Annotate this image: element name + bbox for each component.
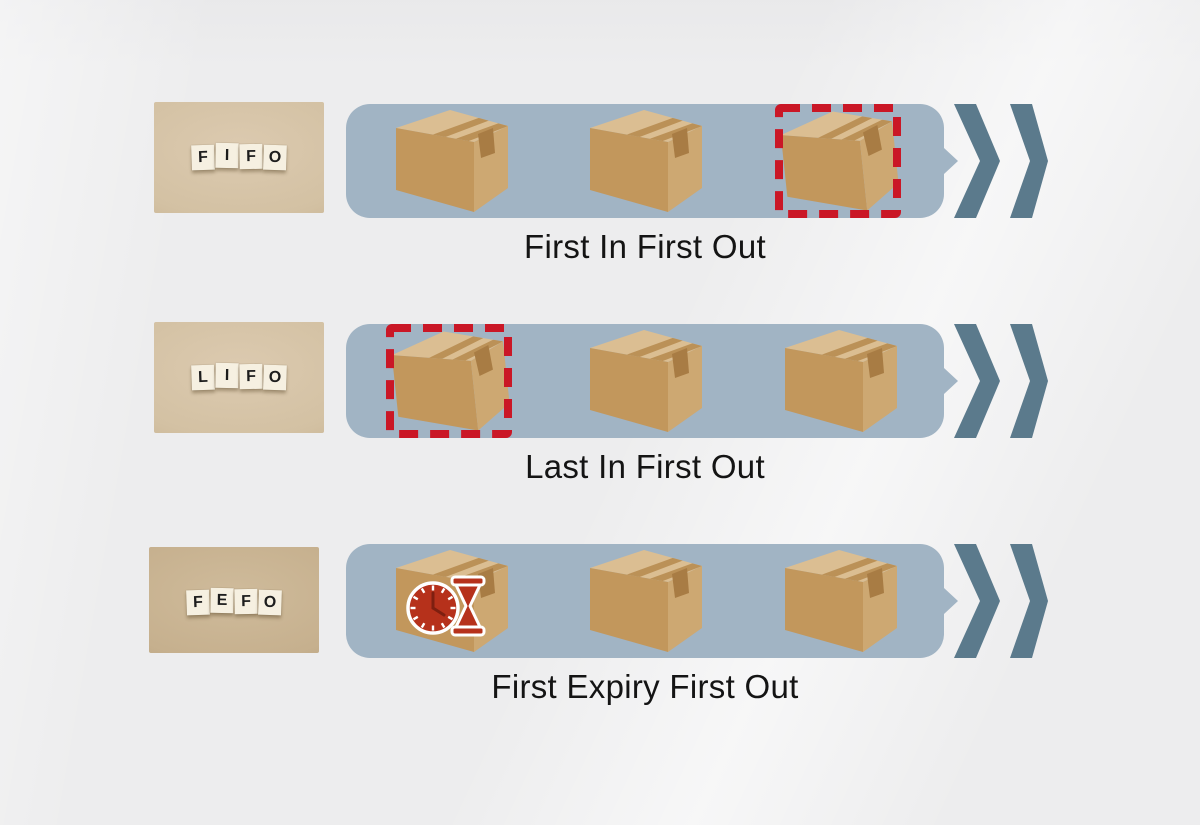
- letter-tile: F: [234, 588, 258, 615]
- row-lifo: L I F O Last In First Out: [0, 320, 1200, 500]
- box-slot: [588, 328, 704, 434]
- fifo-caption: First In First Out: [524, 228, 766, 265]
- red-dashed-outline-icon: [775, 104, 901, 218]
- fifo-photo: F I F O: [154, 102, 324, 213]
- row-fifo: F I F O First In First Out: [0, 100, 1200, 280]
- box-slot: [588, 548, 704, 654]
- cardboard-box-icon: [783, 328, 899, 434]
- letter-tile: F: [239, 143, 263, 170]
- letter-tile: I: [215, 362, 239, 389]
- fefo-photo: F E F O: [149, 547, 319, 653]
- cardboard-box-icon: [588, 328, 704, 434]
- lifo-letter-tiles: L I F O: [191, 362, 287, 391]
- double-chevron-right-icon: [944, 104, 1048, 218]
- fefo-letter-tiles: F E F O: [186, 587, 282, 616]
- letter-tile: L: [191, 364, 215, 391]
- cardboard-box-icon: [588, 108, 704, 214]
- expiry-clock-hourglass-icon: [406, 575, 486, 637]
- double-chevron-right-icon: [944, 324, 1048, 438]
- lifo-photo: L I F O: [154, 322, 324, 433]
- box-slot-highlighted: [775, 104, 899, 214]
- letter-tile: O: [263, 364, 287, 391]
- box-slot: [783, 328, 899, 434]
- cardboard-box-icon: [783, 548, 899, 654]
- box-slot: [588, 108, 704, 214]
- letter-tile: O: [263, 144, 287, 171]
- fefo-conveyor-lane: [346, 544, 944, 658]
- box-slot-highlighted: [394, 548, 510, 654]
- letter-tile: I: [215, 142, 239, 169]
- letter-tile: E: [210, 587, 234, 614]
- letter-tile: F: [186, 589, 210, 616]
- cardboard-box-icon: [394, 108, 510, 214]
- lifo-caption: Last In First Out: [525, 448, 765, 485]
- box-slot: [394, 108, 510, 214]
- fefo-caption: First Expiry First Out: [491, 668, 799, 705]
- cardboard-box-icon: [588, 548, 704, 654]
- letter-tile: O: [258, 589, 282, 616]
- double-chevron-right-icon: [944, 544, 1048, 658]
- letter-tile: F: [191, 144, 215, 171]
- box-slot-highlighted: [386, 324, 510, 434]
- box-slot: [783, 548, 899, 654]
- row-fefo: F E F O: [0, 540, 1200, 720]
- lifo-conveyor-lane: [346, 324, 944, 438]
- fifo-letter-tiles: F I F O: [191, 142, 287, 171]
- letter-tile: F: [239, 363, 263, 390]
- fifo-conveyor-lane: [346, 104, 944, 218]
- red-dashed-outline-icon: [386, 324, 512, 438]
